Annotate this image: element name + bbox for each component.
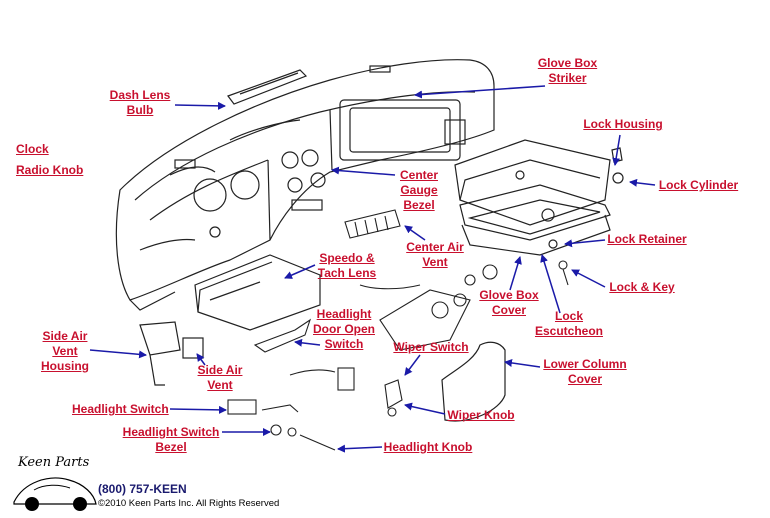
label-wiper-knob[interactable]: Wiper Knob <box>447 408 515 422</box>
label-clock[interactable]: Clock <box>16 142 49 156</box>
label-wiper-switch[interactable]: Wiper Switch <box>393 340 469 354</box>
copyright-text: ©2010 Keen Parts Inc. All Rights Reserve… <box>98 498 280 509</box>
instrument-housing-part <box>194 254 321 331</box>
lower-column-cover-part <box>441 341 506 422</box>
label-radio-knob[interactable]: Radio Knob <box>16 163 84 177</box>
center-air-vent-part <box>344 209 401 239</box>
glove-box-assembly <box>454 139 624 256</box>
label-lock-housing[interactable]: Lock Housing <box>583 117 663 131</box>
logo-wordmark: Keen Parts <box>18 455 90 470</box>
label-lock-retainer[interactable]: Lock Retainer <box>607 232 687 246</box>
label-headlight-switch[interactable]: Headlight Switch <box>72 402 169 416</box>
label-headlight-knob[interactable]: Headlight Knob <box>383 440 473 454</box>
side-air-vent-housing-part <box>139 321 204 386</box>
keen-parts-logo <box>13 477 97 511</box>
label-speedo-tach-lens[interactable]: Speedo &Tach Lens <box>317 251 377 280</box>
wiper-switch-part <box>384 379 403 417</box>
dash-lens-bulb-part <box>227 69 308 105</box>
headlight-switch-parts <box>227 399 336 451</box>
label-lock-key[interactable]: Lock & Key <box>609 280 675 294</box>
phone-number[interactable]: (800) 757-KEEN <box>98 482 187 496</box>
dashboard-assembly <box>115 59 495 311</box>
console-wiring <box>253 264 498 353</box>
leader-arrows <box>89 85 656 453</box>
label-lock-cylinder[interactable]: Lock Cylinder <box>658 178 739 192</box>
lock-key-part <box>558 260 569 286</box>
headlight-door-switch-part <box>289 367 355 391</box>
